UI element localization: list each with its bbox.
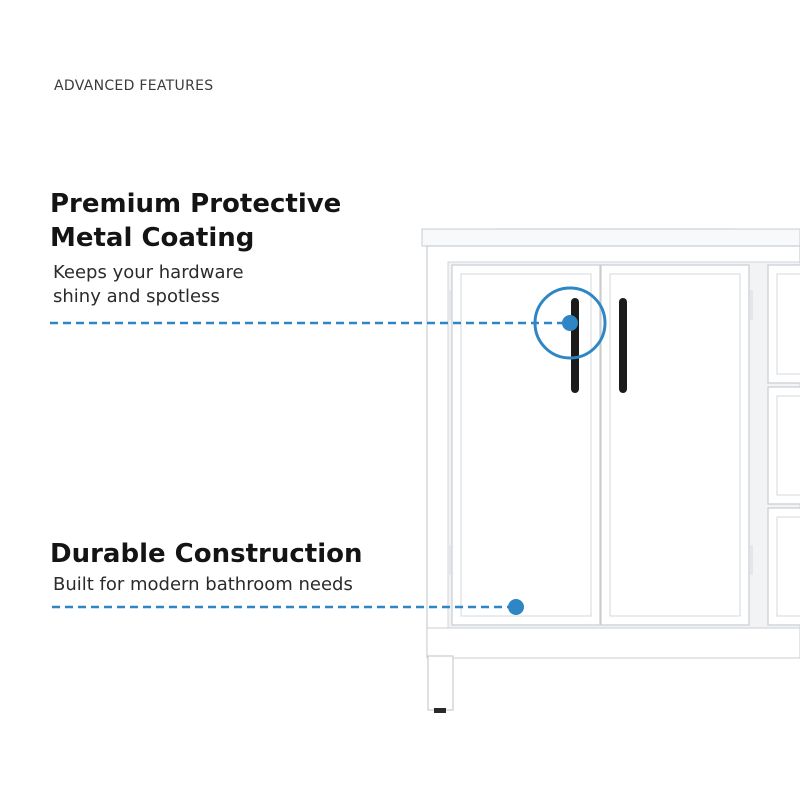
feature-1-desc-line1: Keeps your hardware (53, 262, 244, 283)
callout-1-ring (533, 286, 607, 360)
right-door-panel (609, 273, 741, 617)
drawer-bottom-panel (776, 516, 800, 617)
left-leg (427, 655, 454, 711)
drawer-top-panel (776, 273, 800, 375)
callout-1-dot (562, 315, 578, 331)
callout-2-dot (508, 599, 524, 615)
feature-2-title: Durable Construction (50, 539, 363, 569)
left-leg-foot (434, 708, 446, 713)
feature-1-title-line2: Metal Coating (50, 223, 255, 253)
drawer-middle-panel (776, 395, 800, 496)
feature-2-desc: Built for modern bathroom needs (53, 574, 353, 595)
feature-1-title-line1: Premium Protective (50, 189, 342, 219)
hinge (448, 290, 451, 320)
vanity-countertop (421, 228, 800, 247)
bottom-rail (426, 627, 800, 659)
right-door-handle (619, 298, 627, 393)
left-door-panel (460, 273, 592, 617)
section-label: ADVANCED FEATURES (54, 78, 214, 94)
left-door-handle (571, 298, 579, 393)
hinge (448, 545, 451, 575)
hinge (750, 290, 753, 320)
hinge (750, 545, 753, 575)
feature-1-desc-line2: shiny and spotless (53, 286, 220, 307)
